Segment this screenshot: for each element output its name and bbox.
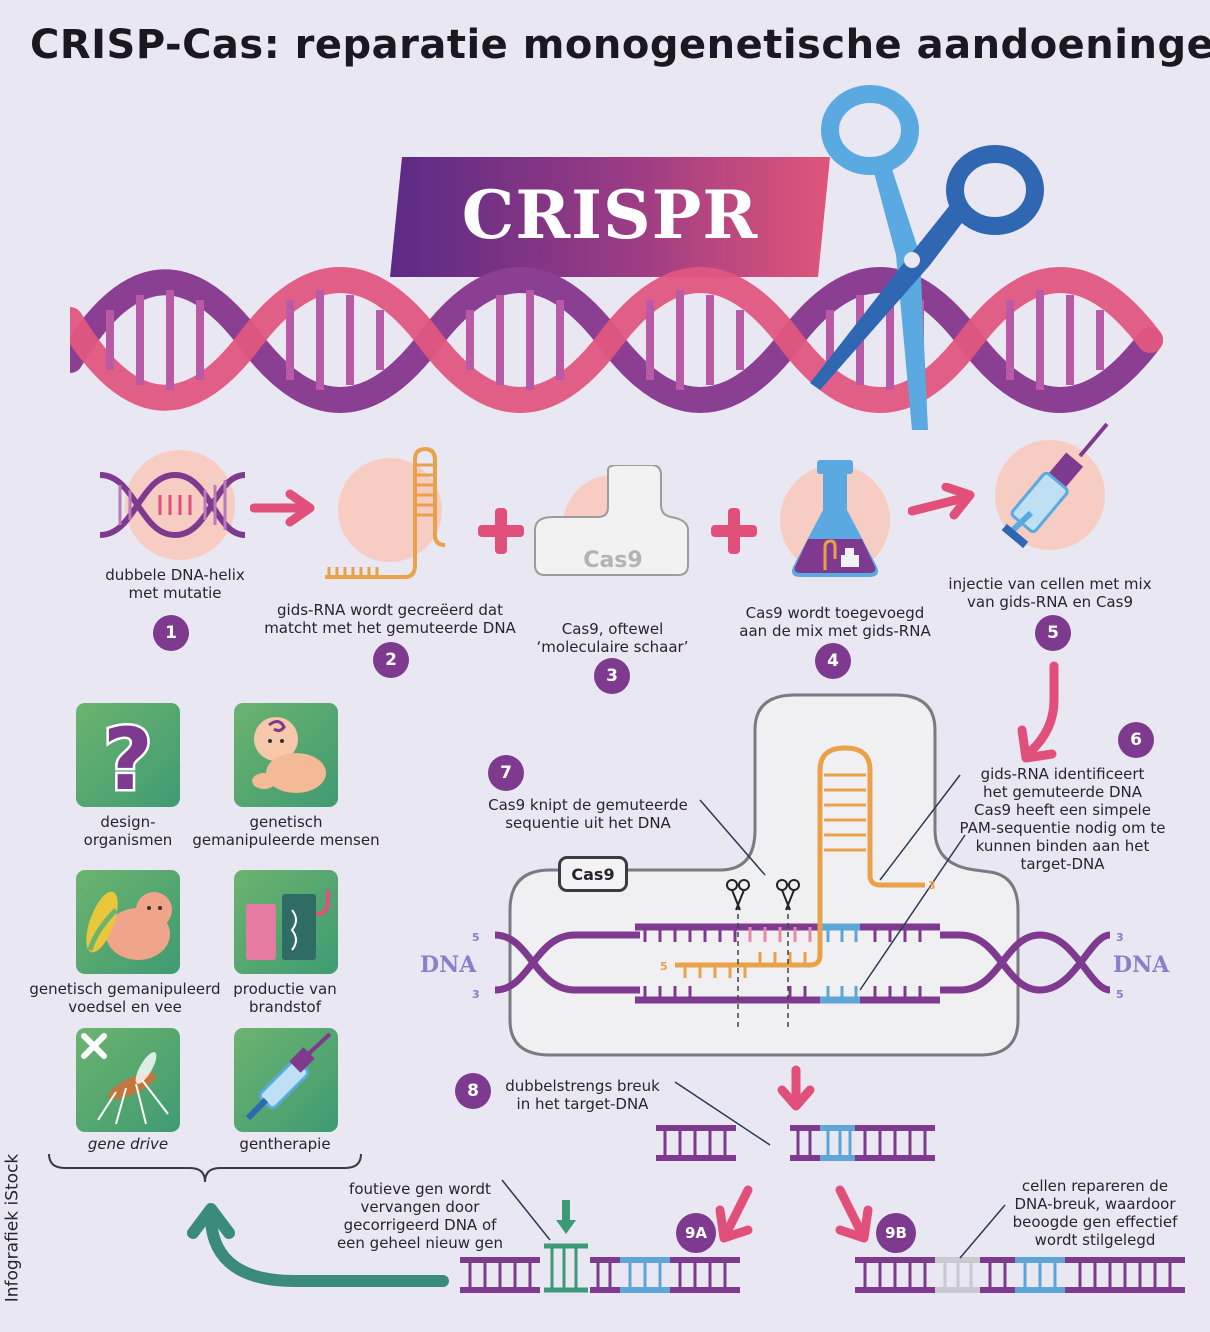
crispr-banner [390, 157, 830, 277]
app-label-humans-text: genetisch gemanipuleerde mensen [192, 813, 380, 849]
credit: Infografiek iStock [0, 1140, 40, 1320]
step-6-badge: 6 [1118, 722, 1154, 758]
return-arrow-icon [187, 1203, 449, 1287]
end-label-5-left: 5 [472, 931, 480, 944]
plus-icon [478, 508, 524, 554]
step-1-caption: dubbele DNA-helix met mutatie [80, 566, 270, 602]
end-label-3-right: 3 [1116, 931, 1124, 944]
svg-text:?: ? [103, 710, 153, 807]
app-label-humans: genetisch gemanipuleerde mensen [186, 813, 386, 849]
step-3-badge: 3 [594, 658, 630, 694]
mosquito-icon [81, 1033, 169, 1125]
app-label-gene-therapy-text: gentherapie [239, 1135, 331, 1153]
step-9b-caption: cellen repareren de DNA-breuk, waardoor … [1005, 1177, 1185, 1249]
page-title: CRISP-Cas: reparatie monogenetische aand… [30, 22, 1210, 68]
app-label-gene-therapy: gentherapie [220, 1135, 350, 1153]
app-tile-fuel [234, 870, 338, 974]
dna-label-right: DNA [1113, 952, 1170, 978]
step-8-caption: dubbelstrengs breuk in het target-DNA [495, 1077, 670, 1113]
app-label-food-text: genetisch gemanipuleerd voedsel en vee [29, 980, 221, 1016]
step-9a-text: foutieve gen wordt vervangen door gecorr… [336, 1180, 504, 1252]
step-5-caption: injectie van cellen met mix van gids-RNA… [940, 575, 1160, 611]
app-tile-gene-therapy [234, 1028, 338, 1132]
step-7-caption: Cas9 knipt de gemuteerde sequentie uit h… [478, 796, 698, 832]
plus-icon [711, 508, 757, 554]
grouping-brace [48, 1153, 362, 1183]
step-9a-badge: 9A [676, 1213, 716, 1253]
step-5-badge: 5 [1035, 615, 1071, 651]
step-9a-caption: foutieve gen wordt vervangen door gecorr… [330, 1180, 510, 1252]
step-2-text: gids-RNA wordt gecreëerd dat matcht met … [264, 601, 516, 637]
app-label-gene-drive-text: gene drive [87, 1135, 169, 1153]
step-7-text: Cas9 knipt de gemuteerde sequentie uit h… [488, 796, 688, 832]
step-3-text: Cas9, oftewel ‘moleculaire schaar’ [536, 620, 689, 656]
step-4-caption: Cas9 wordt toegevoegd aan de mix met gid… [730, 604, 940, 640]
cas9-icon-label: Cas9 [583, 548, 642, 573]
corn-pig-icon [86, 891, 172, 960]
question-mark-icon: ? [101, 708, 156, 813]
flask-icon [780, 460, 890, 577]
arrow-down-icon [1017, 661, 1059, 763]
app-label-gene-drive: gene drive [60, 1135, 196, 1153]
rna-end-3: 3 [928, 879, 936, 892]
syringe-icon [995, 422, 1109, 550]
app-label-design-text: design- organismen [83, 813, 173, 849]
guide-rna-icon [325, 446, 446, 579]
step-6-text: gids-RNA identificeert het gemuteerde DN… [959, 765, 1166, 873]
step-8-text: dubbelstrengs breuk in het target-DNA [505, 1077, 660, 1113]
scissors-icon [810, 85, 1044, 430]
step-6-caption: gids-RNA identificeert het gemuteerde DN… [950, 765, 1175, 873]
end-label-3-left: 3 [472, 988, 480, 1001]
app-label-design: design- organismen [60, 813, 196, 849]
baby-icon [252, 717, 326, 793]
app-tile-humans [234, 703, 338, 807]
app-tile-design: ? [76, 703, 180, 813]
step-4-text: Cas9 wordt toegevoegd aan de mix met gid… [739, 604, 931, 640]
app-tile-food [76, 870, 180, 974]
step-4-badge: 4 [815, 643, 851, 679]
fuel-icon [246, 890, 330, 960]
step-1-text: dubbele DNA-helix met mutatie [105, 566, 245, 602]
step-8-badge: 8 [455, 1073, 491, 1109]
step-5-text: injectie van cellen met mix van gids-RNA… [948, 575, 1152, 611]
step-9b-badge: 9B [876, 1213, 916, 1253]
app-tile-gene-drive [76, 1028, 180, 1132]
syringe-icon [245, 1032, 332, 1121]
step-1-badge: 1 [153, 615, 189, 651]
step-9b-text: cellen repareren de DNA-breuk, waardoor … [1012, 1177, 1178, 1249]
app-label-fuel: productie van brandstof [220, 980, 350, 1016]
end-label-5-right: 5 [1116, 988, 1124, 1001]
step-2-badge: 2 [373, 642, 409, 678]
crispr-banner-text: CRISPR [461, 176, 759, 254]
cas9-dna-diagram [494, 693, 1111, 1057]
step-7-badge: 7 [488, 755, 524, 791]
dna-mutation-icon [99, 450, 246, 560]
arrow-right-icon [250, 489, 315, 527]
rna-end-5: 5 [660, 960, 668, 973]
step-2-caption: gids-RNA wordt gecreëerd dat matcht met … [255, 601, 525, 637]
cas9-tag: Cas9 [558, 856, 628, 892]
cas9-icon: Cas9 [534, 465, 689, 576]
dna-helix-illustration [70, 267, 1163, 413]
dna-label-left: DNA [420, 952, 477, 978]
step-3-caption: Cas9, oftewel ‘moleculaire schaar’ [520, 620, 705, 656]
credit-text: Infografiek iStock [2, 1153, 23, 1303]
arrow-right-icon [908, 483, 975, 520]
app-label-food: genetisch gemanipuleerd voedsel en vee [20, 980, 230, 1016]
app-label-fuel-text: productie van brandstof [233, 980, 337, 1016]
repair-diagram [460, 1065, 1185, 1293]
